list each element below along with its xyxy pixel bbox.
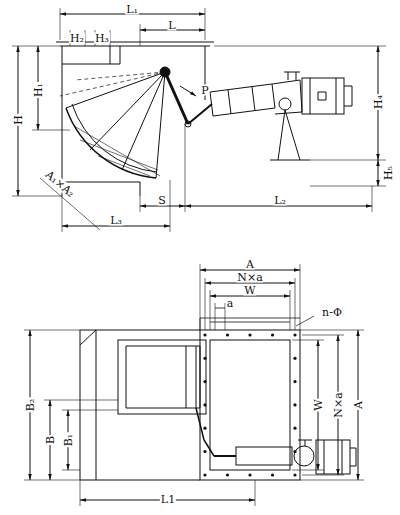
dim-line	[140, 206, 185, 207]
dim-line	[215, 308, 225, 309]
bolt-hole	[293, 380, 296, 383]
bolt-hole	[293, 473, 296, 476]
dimension-label: P	[200, 85, 209, 96]
bolt-hole	[248, 473, 251, 476]
dimension-label: L₁	[125, 4, 139, 15]
bolt-hole	[293, 333, 296, 336]
dim-line	[378, 160, 379, 186]
dimension-label: H₅	[383, 165, 394, 181]
terminal-box	[318, 92, 326, 100]
dimension-label: n-Φ	[321, 307, 343, 318]
motor-fins	[310, 78, 352, 114]
gate-frame	[118, 340, 206, 414]
bolt-hole	[203, 333, 206, 336]
dimension-label: A	[245, 259, 255, 270]
gate-arc-inner	[72, 104, 157, 172]
bolt-hole	[203, 473, 206, 476]
gear-box	[279, 98, 291, 110]
bolt-hole	[293, 450, 296, 453]
dimension-label: H₁	[33, 82, 44, 98]
dim-line	[62, 226, 170, 227]
lever-arm	[196, 408, 214, 456]
outlet-opening	[210, 340, 290, 470]
cylinder-ring	[228, 87, 255, 114]
force-arrow	[180, 86, 196, 96]
dim-line	[205, 283, 295, 284]
motor	[316, 440, 350, 474]
outlet-flange	[200, 330, 300, 480]
dim-line	[185, 206, 372, 207]
extension-line	[200, 264, 300, 330]
gate-hatch	[74, 126, 160, 176]
bolt-hole	[203, 427, 206, 430]
motor-fins	[324, 440, 356, 474]
handwheel	[298, 440, 312, 446]
bolt-hole	[271, 473, 274, 476]
dimension-label: L₂	[273, 195, 287, 206]
gate-ribs	[66, 72, 165, 178]
dimension-label: S	[157, 195, 167, 206]
dim-line	[210, 296, 290, 297]
dimension-label: W	[243, 285, 256, 296]
dimension-label: B	[45, 435, 56, 445]
bolt-holes	[203, 333, 296, 476]
leader-line	[296, 316, 314, 326]
dimension-label: N×a	[333, 391, 344, 418]
dimension-label: B₁	[63, 433, 74, 448]
dimension-label: N×a	[236, 272, 263, 283]
extension-line	[214, 46, 386, 186]
extension-line	[80, 480, 255, 506]
cylinder	[210, 84, 275, 116]
body	[80, 330, 200, 480]
support-bracket	[270, 110, 310, 160]
extension-line	[292, 330, 364, 480]
flange-edge	[110, 46, 120, 64]
dimension-label: a	[226, 298, 235, 309]
bolt-hole	[293, 403, 296, 406]
bolt-hole	[248, 333, 251, 336]
piston-rod	[214, 455, 236, 457]
bolt-hole	[203, 357, 206, 360]
bolt-hole	[293, 427, 296, 430]
extension-line	[24, 330, 118, 480]
piston-rod	[188, 104, 212, 124]
gear-box	[294, 446, 314, 466]
screw-housing	[272, 80, 302, 114]
extension-line	[12, 46, 70, 196]
gate-plate	[126, 346, 200, 408]
dimension-label: H	[13, 114, 24, 126]
lever-arm	[165, 72, 188, 124]
bolt-hole	[226, 473, 229, 476]
dimension-label: L₃	[109, 215, 123, 226]
motor	[302, 78, 344, 114]
dimension-label: W	[313, 398, 324, 411]
handwheel	[284, 72, 300, 80]
bolt-hole	[271, 333, 274, 336]
housing	[56, 42, 214, 196]
cylinder	[236, 447, 292, 465]
extension-line	[62, 124, 372, 232]
gate-arc	[66, 108, 156, 178]
dimension-label: B₂	[25, 398, 36, 413]
bolt-hole	[203, 450, 206, 453]
extension-line	[140, 24, 141, 46]
bolt-hole	[226, 333, 229, 336]
bolt-hole	[293, 357, 296, 360]
dimension-label: H₂	[69, 33, 85, 44]
bolt-hole	[203, 380, 206, 383]
dim-line	[200, 270, 300, 271]
bolt-hole	[203, 403, 206, 406]
open-position	[60, 72, 165, 96]
dimension-label: L1	[160, 494, 176, 505]
dimension-label: L	[167, 20, 176, 31]
dimension-label: A	[353, 400, 364, 410]
dimension-label: H₄	[373, 94, 384, 110]
dimension-label: H₃	[94, 33, 110, 44]
top-plate	[200, 318, 300, 330]
